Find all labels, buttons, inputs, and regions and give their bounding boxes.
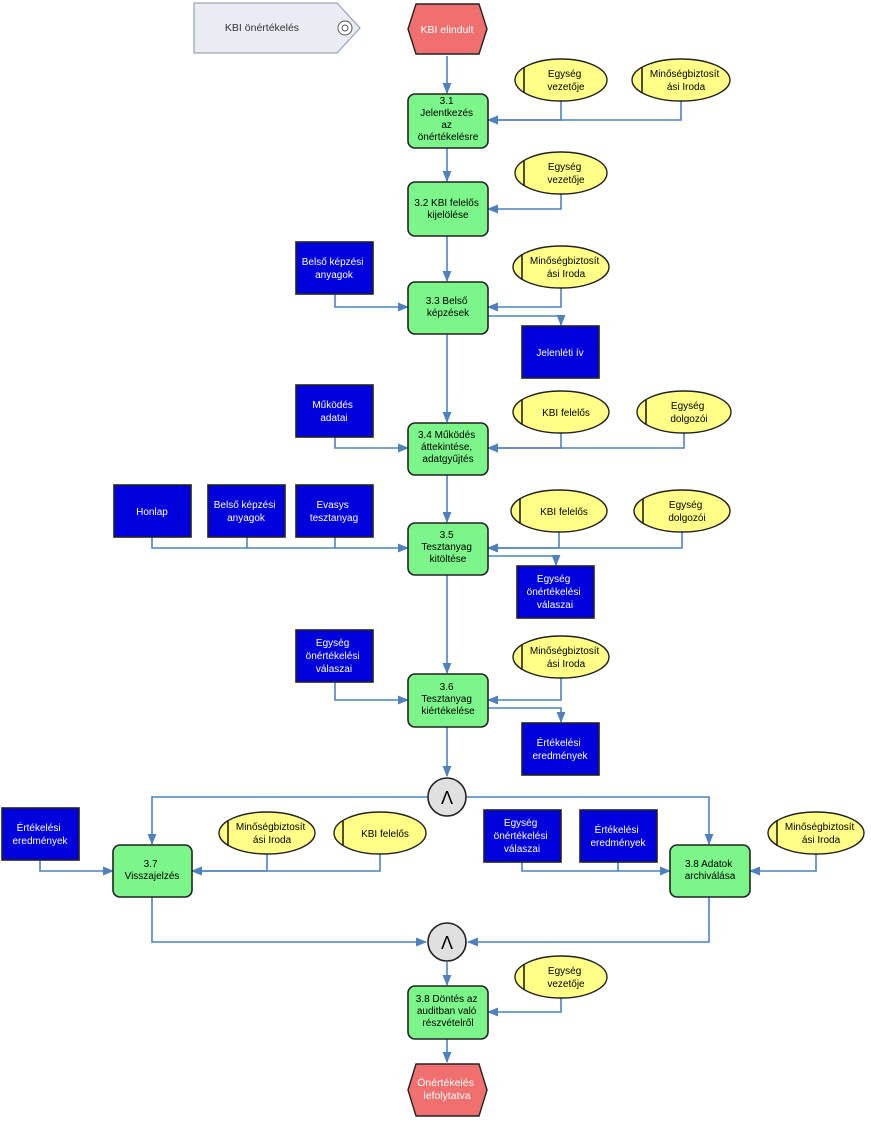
step-3-5: 3.5 Tesztanyag kitöltése: [407, 522, 489, 576]
step-3-6-label: 3.6 Tesztanyag kiértékelése: [421, 682, 475, 717]
role-egyseg-vezetoje-2: Egység vezetője: [514, 151, 608, 195]
role-minosegbiztositasi-iroda-3: Minőségbiztosít ási Iroda: [512, 635, 610, 679]
role-minosegbiztositasi-iroda-1: Minőségbiztosít ási Iroda: [631, 58, 731, 102]
step-3-2: 3.2 KBI felelős kijelölése: [407, 181, 489, 237]
step-3-7: 3.7 Visszajelzés: [112, 844, 193, 898]
start-event-label: KBI elindult: [420, 24, 473, 36]
svg-text:Belső képzési anyagok: Belső képzési anyagok: [302, 257, 366, 281]
role-minosegbiztositasi-iroda-2: Minőségbiztosít ási Iroda: [512, 245, 610, 289]
svg-text:Minőségbiztosít ási Irod: Minőségbiztosít ási Iroda: [530, 256, 602, 280]
svg-text:Honlap: Honlap: [136, 507, 168, 518]
svg-text:Egység dolgozói: Egység dolgozói: [668, 500, 705, 524]
svg-text:Egység önértékelési: Egység önértékelési válaszai: [494, 818, 551, 855]
svg-text:Értékelési eredmények: Értékelési eredmények: [12, 821, 68, 847]
svg-text:KBI felelős: KBI felelős: [361, 829, 409, 840]
step-3-5-label: 3.5 Tesztanyag kitöltése: [421, 530, 474, 565]
svg-text:Jelenléti ív: Jelenléti ív: [536, 348, 583, 359]
and-operator-split-symbol: Λ: [441, 788, 453, 808]
role-kbi-felelos-1: KBI felelős: [512, 390, 610, 434]
svg-text:KBI felelős: KBI felelős: [540, 507, 588, 518]
svg-text:KBI felelős: KBI felelős: [542, 408, 590, 419]
step-3-1: 3.1 Jelentkezés az önértékelésre: [407, 93, 489, 149]
doc-ertekelesi-eredmenyek-2: Értékelési eredmények: [1, 807, 80, 861]
svg-text:Belső képzési anyagok: Belső képzési anyagok: [214, 500, 278, 524]
step-3-1-label: 3.1 Jelentkezés az önértékelésre: [418, 96, 479, 143]
start-event: KBI elindult: [407, 3, 488, 55]
step-3-8-decision: 3.8 Döntés az auditban való részvételről: [407, 985, 489, 1040]
connectors: [39, 56, 817, 1064]
doc-egyseg-onertekelesi-valaszai-1: Egység önértékelési válaszai: [516, 565, 595, 619]
doc-ertekelesi-eredmenyek-3: Értékelési eredmények: [579, 809, 658, 863]
svg-text:Értékelési eredmények: Értékelési eredmények: [532, 736, 588, 762]
process-title: KBI önértékelés: [225, 22, 299, 34]
step-3-4-label: 3.4 Működés áttekintése, adatgyűjtés: [418, 430, 478, 465]
step-3-8-decision-label: 3.8 Döntés az auditban való részvételről: [416, 994, 481, 1029]
svg-text:Értékelési eredmények: Értékelési eredmények: [590, 823, 646, 849]
doc-egyseg-onertekelesi-valaszai-3: Egység önértékelési válaszai: [483, 809, 562, 863]
doc-jelenleti-iv: Jelenléti ív: [521, 325, 600, 379]
step-3-8-archive: 3.8 Adatok archiválása: [669, 844, 751, 898]
doc-mukodes-adatai: Működés adatai: [295, 384, 374, 438]
end-event: Önértékelés lefolytatva: [407, 1063, 488, 1117]
svg-text:Evasys tesztanyag: Evasys tesztanyag: [310, 500, 358, 524]
and-operator-split: Λ: [427, 777, 467, 817]
step-3-3: 3.3 Belső képzések: [407, 281, 489, 335]
svg-text:Egység vezetője: Egység vezetője: [547, 966, 585, 990]
doc-egyseg-onertekelesi-valaszai-2: Egység önértékelési válaszai: [295, 629, 374, 683]
role-egyseg-vezetoje-1: Egység vezetője: [514, 58, 608, 102]
doc-belso-kepzesi-anyagok-1: Belső képzési anyagok: [295, 241, 374, 295]
role-egyseg-dolgozoi-1: Egység dolgozói: [636, 390, 732, 434]
doc-evasys-tesztanyag: Evasys tesztanyag: [295, 484, 374, 538]
role-minosegbiztositasi-iroda-5: Minőségbiztosít ási Iroda: [767, 811, 865, 855]
step-3-3-label: 3.3 Belső képzések: [426, 296, 470, 319]
doc-honlap: Honlap: [113, 484, 192, 538]
svg-text:Működés adatai: Működés adatai: [312, 400, 355, 424]
svg-text:Egység vezetője: Egység vezetője: [547, 162, 585, 186]
doc-ertekelesi-eredmenyek-1: Értékelési eredmények: [521, 722, 600, 776]
role-minosegbiztositasi-iroda-4: Minőségbiztosít ási Iroda: [218, 811, 316, 855]
role-kbi-felelos-3: KBI felelős: [333, 811, 427, 855]
step-3-4: 3.4 Működés áttekintése, adatgyűjtés: [407, 422, 489, 476]
step-3-8-archive-label: 3.8 Adatok archiválása: [685, 859, 736, 882]
and-operator-join-symbol: Λ: [441, 933, 453, 953]
svg-text:Minőségbiztosít ási Irod: Minőségbiztosít ási Iroda: [236, 822, 308, 846]
svg-text:Egység önértékelési: Egység önértékelési válaszai: [306, 638, 363, 675]
svg-text:Minőségbiztosít ási Irod: Minőségbiztosít ási Iroda: [530, 646, 602, 670]
svg-text:Egység vezetője: Egység vezetője: [547, 69, 585, 93]
step-3-7-label: 3.7 Visszajelzés: [125, 859, 180, 882]
end-event-label: Önértékelés lefolytatva: [417, 1077, 477, 1102]
svg-text:Minőségbiztosít ási Irod: Minőségbiztosít ási Iroda: [650, 69, 722, 93]
svg-text:Egység dolgozói: Egység dolgozói: [670, 401, 707, 425]
svg-text:Egység önértékelési: Egység önértékelési válaszai: [527, 574, 584, 611]
svg-text:Minőségbiztosít ási Irod: Minőségbiztosít ási Iroda: [785, 822, 857, 846]
step-3-6: 3.6 Tesztanyag kiértékelése: [407, 673, 489, 728]
step-3-2-label: 3.2 KBI felelős kijelölése: [414, 198, 481, 221]
role-egyseg-dolgozoi-2: Egység dolgozói: [633, 489, 731, 533]
doc-belso-kepzesi-anyagok-2: Belső képzési anyagok: [207, 484, 286, 538]
and-operator-join: Λ: [427, 922, 467, 962]
process-title-tag: KBI önértékelés: [193, 2, 361, 54]
role-kbi-felelos-2: KBI felelős: [510, 489, 608, 533]
role-egyseg-vezetoje-3: Egység vezetője: [514, 955, 608, 999]
